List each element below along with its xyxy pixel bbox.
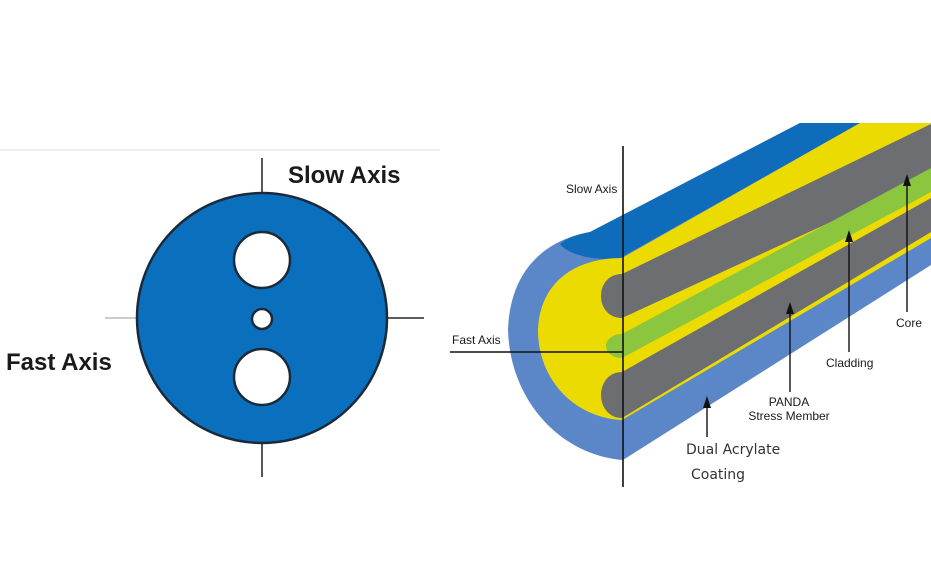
coating-top-band — [560, 123, 860, 259]
stress-member-label-line1: PANDA — [769, 395, 809, 409]
coating-label-line2: Coating — [691, 467, 745, 483]
stress-member-arrow — [786, 302, 794, 392]
stress-member-label-line2: Stress Member — [748, 409, 829, 423]
coating-label-line1: Dual Acrylate — [686, 442, 780, 458]
core-arrow — [903, 174, 911, 312]
fast-axis-label-3d: Fast Axis — [452, 333, 501, 347]
fast-axis-label: Fast Axis — [6, 349, 112, 376]
stress-rod-top — [232, 230, 292, 290]
core-strip — [606, 168, 931, 358]
fiber-3d-diagram: Slow Axis Fast Axis Core Cladding PANDA … — [450, 123, 931, 487]
cladding-label: Cladding — [826, 356, 873, 370]
cross-section-diagram: Slow Axis Fast Axis — [0, 149, 440, 477]
slow-axis-label: Slow Axis — [288, 162, 400, 189]
stress-rod-bottom — [232, 347, 292, 407]
fiber-core — [250, 307, 274, 331]
cladding-arrow — [845, 230, 853, 352]
coating-arrow — [703, 396, 711, 437]
stress-member-top — [601, 124, 931, 318]
slow-axis-label-3d: Slow Axis — [566, 182, 617, 196]
core-label: Core — [896, 316, 922, 330]
